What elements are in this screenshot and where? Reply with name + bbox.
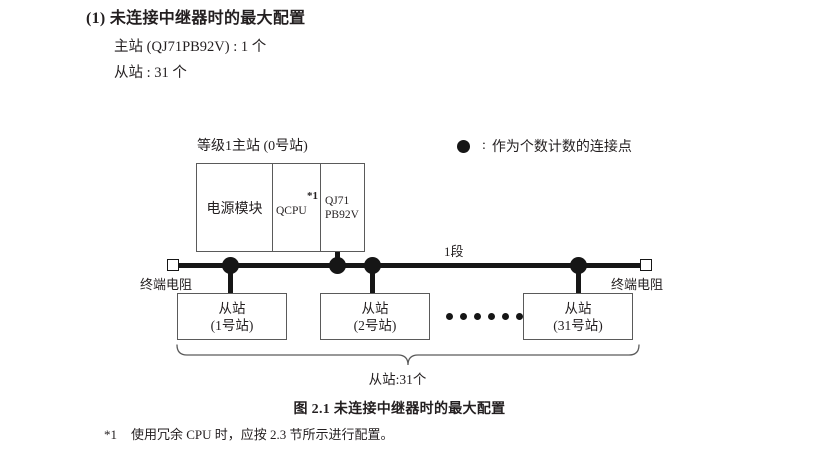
footnote-text: 使用冗余 CPU 时，应按 2.3 节所示进行配置。: [131, 427, 394, 442]
slave-31-number: (31号站): [553, 317, 603, 333]
master-rack-label: 等级1主站 (0号站): [197, 139, 308, 154]
ellipsis-dot: [474, 313, 481, 320]
master-station-spec: 主站 (QJ71PB92V) : 1 个: [114, 39, 267, 55]
slave-station-box-1: 从站 (1号站): [177, 293, 287, 340]
slave-count-brace: [175, 344, 641, 366]
power-module-slot: 电源模块: [197, 164, 273, 251]
network-module-line2: PB92V: [325, 208, 359, 221]
slave-1-number: (1号站): [210, 317, 254, 333]
slave-2-title: 从站: [361, 300, 389, 316]
filled-circle-icon: [457, 139, 470, 153]
network-module-slot: QJ71 PB92V: [321, 164, 364, 251]
drop-leg-slave-31: [576, 266, 581, 294]
segment-label: 1段: [444, 244, 464, 259]
terminator-right-label: 终端电阻: [611, 277, 664, 292]
ellipsis-dot: [488, 313, 495, 320]
footnote: *1 使用冗余 CPU 时，应按 2.3 节所示进行配置。: [104, 424, 394, 443]
cpu-footnote-marker: *1: [307, 190, 318, 202]
drop-leg-master: [335, 252, 340, 264]
network-module-label: QJ71 PB92V: [325, 194, 359, 222]
network-module-line1: QJ71: [325, 194, 350, 207]
ellipsis-dot: [446, 313, 453, 320]
slave-31-title: 从站: [564, 300, 592, 316]
ellipsis-dot: [502, 313, 509, 320]
legend-colon: :: [482, 138, 486, 153]
drop-leg-slave-2: [370, 266, 375, 294]
terminator-left-label: 终端电阻: [140, 277, 193, 292]
legend: : 作为个数计数的连接点: [457, 136, 632, 156]
power-module-label: 电源模块: [206, 201, 263, 217]
cpu-module-slot: QCPU *1: [273, 164, 321, 251]
slave-station-spec: 从站 : 31 个: [114, 65, 187, 81]
cpu-module-label: QCPU: [276, 204, 307, 217]
drop-leg-slave-1: [228, 266, 233, 294]
page-title: (1) 未连接中继器时的最大配置: [86, 10, 306, 27]
ellipsis-dot: [516, 313, 523, 320]
slave-count-label: 从站:31个: [368, 372, 427, 387]
slave-count-label-wrap: 从站:31个: [0, 368, 821, 388]
bus-trunk-line: [178, 263, 642, 268]
connection-dot-master: [329, 257, 346, 274]
slave-2-number: (2号站): [353, 317, 397, 333]
slave-1-title: 从站: [218, 300, 246, 316]
connection-dot-slave-31: [570, 257, 587, 274]
header-block: (1) 未连接中继器时的最大配置 主站 (QJ71PB92V) : 1 个 从站…: [86, 8, 686, 84]
figure-caption-wrap: 图 2.1 未连接中继器时的最大配置: [0, 398, 821, 418]
terminator-left-icon: [167, 259, 179, 271]
footnote-marker: *1: [104, 427, 117, 442]
legend-label: 作为个数计数的连接点: [491, 140, 632, 155]
connection-dot-slave-1: [222, 257, 239, 274]
connection-dot-slave-2: [364, 257, 381, 274]
brace-icon: [176, 344, 640, 366]
slave-station-box-31: 从站 (31号站): [523, 293, 633, 340]
slave-station-box-2: 从站 (2号站): [320, 293, 430, 340]
master-rack: 电源模块 QCPU *1 QJ71 PB92V: [196, 163, 365, 252]
ellipsis-dot: [460, 313, 467, 320]
terminator-right-icon: [640, 259, 652, 271]
ellipsis-dots-icon: [446, 313, 523, 320]
figure-caption: 图 2.1 未连接中继器时的最大配置: [293, 402, 506, 417]
